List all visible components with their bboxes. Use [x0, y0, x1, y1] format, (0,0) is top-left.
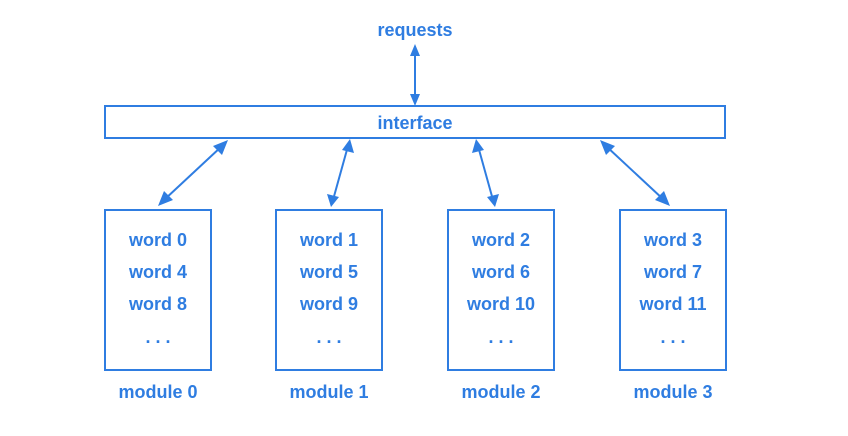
module-1-word-1: word 1: [299, 230, 358, 250]
module-0: word 0 word 4 word 8 . . . module 0: [104, 209, 212, 402]
module-1-word-3: word 9: [299, 294, 358, 314]
module-2-word-2: word 6: [471, 262, 530, 282]
interface-label: interface: [377, 113, 452, 133]
module-0-word-2: word 4: [128, 262, 187, 282]
module-2-label: module 2: [461, 382, 540, 402]
module-2-word-3: word 10: [466, 294, 535, 314]
module-1-word-2: word 5: [299, 262, 358, 282]
module-3-word-2: word 7: [643, 262, 702, 282]
module-2-box: [447, 209, 555, 371]
module-3-word-1: word 3: [643, 230, 702, 250]
requests-label: requests: [377, 20, 452, 40]
module-1-label: module 1: [289, 382, 368, 402]
module-3: word 3 word 7 word 11 . . . module 3: [619, 209, 727, 402]
module-1-box: [275, 209, 383, 371]
module-0-label: module 0: [118, 382, 197, 402]
module-0-box: [104, 209, 212, 371]
module-0-word-1: word 0: [128, 230, 187, 250]
interface-module-1-arrow: [327, 139, 354, 207]
interface-module-0-arrow: [158, 140, 228, 206]
module-3-box: [619, 209, 727, 371]
interface-module-2-arrow: [472, 139, 499, 207]
module-2: word 2 word 6 word 10 . . . module 2: [447, 209, 555, 402]
requests-arrow: [410, 44, 420, 106]
interface-box: [104, 105, 726, 139]
interface-module-3-arrow: [600, 140, 670, 206]
module-0-ellipsis: . . .: [145, 327, 170, 347]
module-3-ellipsis: . . .: [660, 327, 685, 347]
module-1: word 1 word 5 word 9 . . . module 1: [275, 209, 383, 402]
module-1-ellipsis: . . .: [316, 327, 341, 347]
module-2-word-1: word 2: [471, 230, 530, 250]
module-3-word-3: word 11: [638, 294, 706, 314]
module-2-ellipsis: . . .: [488, 327, 513, 347]
module-0-word-3: word 8: [128, 294, 187, 314]
module-3-label: module 3: [633, 382, 712, 402]
